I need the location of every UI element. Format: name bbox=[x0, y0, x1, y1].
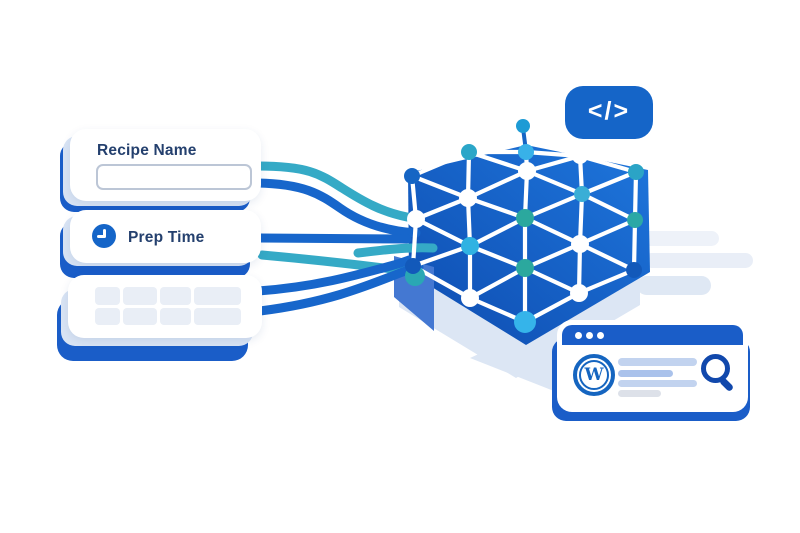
cube-node bbox=[628, 164, 644, 180]
prep-card-label: Prep Time bbox=[128, 229, 205, 246]
cube-node bbox=[461, 237, 479, 255]
cube-node bbox=[571, 235, 589, 253]
lattice-edge bbox=[465, 195, 528, 221]
wordpress-logo-ring: W bbox=[579, 360, 609, 390]
grid-cell bbox=[194, 308, 241, 325]
clock-minute-hand bbox=[102, 229, 106, 238]
cable bbox=[253, 255, 414, 296]
grid-cell bbox=[123, 308, 157, 325]
speed-lines bbox=[637, 231, 753, 295]
lattice-edge bbox=[577, 241, 637, 273]
cable bbox=[255, 233, 412, 244]
cube-node bbox=[404, 168, 420, 184]
text-placeholder-line bbox=[618, 380, 697, 387]
text-placeholder-line bbox=[618, 390, 661, 397]
lattice-edge bbox=[410, 243, 473, 269]
lattice-edge bbox=[579, 169, 639, 197]
text-placeholder-line bbox=[618, 370, 673, 377]
cable bbox=[353, 243, 438, 258]
recipe-name-input[interactable] bbox=[96, 164, 252, 190]
cube-node bbox=[572, 148, 588, 164]
grid-row bbox=[95, 308, 241, 325]
window-dot bbox=[586, 332, 593, 339]
grid-cell bbox=[95, 308, 120, 325]
search-icon-handle[interactable] bbox=[718, 376, 735, 393]
recipe-card-label: Recipe Name bbox=[97, 142, 197, 159]
clock-hour-hand bbox=[96, 234, 105, 238]
cube-node bbox=[514, 311, 536, 333]
cube-node bbox=[626, 262, 642, 278]
lattice-edge bbox=[466, 149, 530, 174]
cube-node bbox=[627, 212, 643, 228]
wordpress-logo-icon: W bbox=[573, 354, 615, 396]
grid-card bbox=[68, 275, 262, 338]
speed-bar bbox=[637, 276, 711, 295]
lattice-edge bbox=[579, 191, 638, 223]
cable bbox=[253, 161, 412, 222]
wordpress-logo-letter: W bbox=[584, 364, 604, 385]
text-placeholder-line bbox=[618, 358, 697, 366]
window-control-dots bbox=[575, 332, 604, 339]
recipe-card: Recipe Name bbox=[70, 129, 261, 201]
prep-card: Prep Time bbox=[70, 210, 261, 263]
cube-node bbox=[518, 162, 536, 180]
browser-window: W bbox=[562, 325, 743, 407]
lattice-edge bbox=[467, 243, 528, 271]
lattice-edge bbox=[631, 217, 638, 273]
grid-cell bbox=[95, 287, 120, 305]
grid-cell bbox=[160, 308, 191, 325]
speed-bar bbox=[644, 253, 753, 268]
lattice-edge bbox=[522, 191, 585, 221]
cube-node bbox=[461, 144, 477, 160]
cube-node bbox=[461, 289, 479, 307]
lattice-edge bbox=[522, 265, 582, 296]
speed-bar bbox=[638, 231, 719, 246]
lattice-edge bbox=[523, 149, 583, 159]
code-badge: </> bbox=[565, 86, 653, 139]
placeholder-grid bbox=[95, 287, 241, 325]
lattice-edge bbox=[409, 173, 471, 201]
cube-node bbox=[518, 144, 534, 160]
code-icon: </> bbox=[587, 96, 631, 125]
lattice-edge bbox=[576, 267, 637, 296]
lattice-edge bbox=[522, 241, 583, 271]
cube-node bbox=[570, 284, 588, 302]
lattice-edge bbox=[524, 168, 585, 197]
browser-title-bar bbox=[562, 325, 743, 345]
grid-cell bbox=[123, 287, 157, 305]
clock-icon bbox=[92, 224, 116, 248]
lattice-edge bbox=[577, 153, 639, 175]
cube-node bbox=[405, 258, 421, 274]
lattice-edge bbox=[467, 265, 528, 301]
lattice-edge bbox=[577, 217, 638, 247]
lattice-edge bbox=[522, 215, 583, 247]
grid-cell bbox=[160, 287, 191, 305]
lattice-edge bbox=[413, 216, 473, 249]
cube-node bbox=[459, 189, 477, 207]
lattice-edge bbox=[409, 149, 472, 179]
lattice-edge bbox=[465, 168, 530, 201]
lattice-edge bbox=[467, 215, 528, 249]
cube-nodes bbox=[404, 119, 644, 333]
lattice-edge bbox=[632, 169, 639, 223]
cables bbox=[253, 161, 438, 316]
cable bbox=[253, 178, 421, 238]
window-dot bbox=[575, 332, 582, 339]
cube-node bbox=[516, 209, 534, 227]
cube-node bbox=[574, 186, 590, 202]
cube-node bbox=[516, 119, 530, 133]
cube-node bbox=[516, 259, 534, 277]
grid-cell bbox=[194, 287, 241, 305]
cube-node bbox=[407, 210, 425, 228]
lattice-edge bbox=[524, 153, 583, 174]
lattice-edge bbox=[413, 195, 471, 222]
search-icon[interactable] bbox=[701, 354, 730, 383]
window-dot bbox=[597, 332, 604, 339]
grid-row bbox=[95, 287, 241, 305]
